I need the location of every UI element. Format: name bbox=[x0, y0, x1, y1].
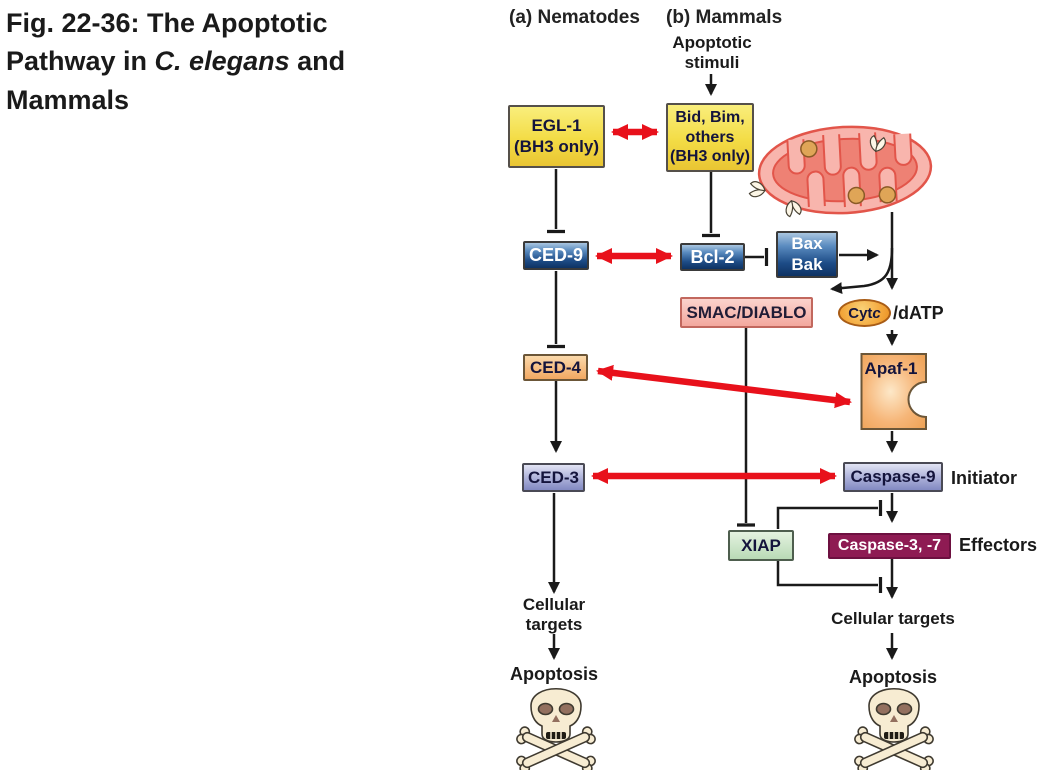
cellular-targets-label-right: Cellular targets bbox=[831, 609, 955, 628]
apoptotic-stimuli-label: Apoptotic stimuli bbox=[672, 33, 752, 72]
header-nematodes: (a) Nematodes bbox=[509, 7, 640, 28]
inhibit-line-xiap-caspase37arrow bbox=[776, 561, 878, 587]
egl1-box: EGL-1 (BH3 only) bbox=[508, 105, 605, 168]
black-connectors bbox=[547, 74, 898, 660]
caspase-3-7-box: Caspase-3, -7 bbox=[828, 533, 951, 559]
header-mammals: (b) Mammals bbox=[666, 7, 783, 28]
apoptosis-label-right: Apoptosis bbox=[849, 667, 937, 687]
red-homology-arrows bbox=[591, 124, 852, 484]
apaf1-shape bbox=[860, 353, 927, 430]
cytc-badge: Cyt c bbox=[838, 299, 891, 327]
skull-crossbones-icon bbox=[852, 687, 936, 770]
ced3-box: CED-3 bbox=[522, 463, 585, 492]
mitochondrion-icon bbox=[748, 125, 933, 218]
caspase9-box: Caspase-9 bbox=[843, 462, 943, 492]
skull-crossbones-icon bbox=[514, 687, 598, 770]
apaf1-label: Apaf-1 bbox=[864, 359, 918, 378]
xiap-box: XIAP bbox=[728, 530, 794, 561]
bax-bak-box: Bax Bak bbox=[776, 231, 838, 278]
title-line-3: Mammals bbox=[6, 84, 130, 115]
bid-bim-box: Bid, Bim, others (BH3 only) bbox=[666, 103, 754, 172]
smac-diablo-box: SMAC/DIABLO bbox=[680, 297, 813, 328]
title-line-1: Fig. 22-36: The Apoptotic bbox=[6, 8, 328, 38]
cytc-granule bbox=[800, 140, 897, 205]
title-line-2: Pathway in C. elegans and bbox=[6, 46, 346, 77]
inhibit-line-xiap-caspase9arrow bbox=[776, 506, 878, 529]
datp-label: /dATP bbox=[893, 303, 944, 323]
ced9-box: CED-9 bbox=[523, 241, 589, 270]
apoptosis-label-left: Apoptosis bbox=[510, 664, 598, 684]
arrow-mito-smac bbox=[830, 247, 894, 295]
ced4-box: CED-4 bbox=[523, 354, 588, 381]
initiator-label: Initiator bbox=[951, 468, 1017, 488]
bcl2-box: Bcl-2 bbox=[680, 243, 745, 271]
cellular-targets-label-left: Cellular targets bbox=[522, 595, 586, 634]
red-arrow-ced4-apaf1 bbox=[596, 364, 852, 409]
page-title: Fig. 22-36: The Apoptotic Pathway in C. … bbox=[6, 4, 386, 119]
effectors-label: Effectors bbox=[959, 535, 1038, 555]
